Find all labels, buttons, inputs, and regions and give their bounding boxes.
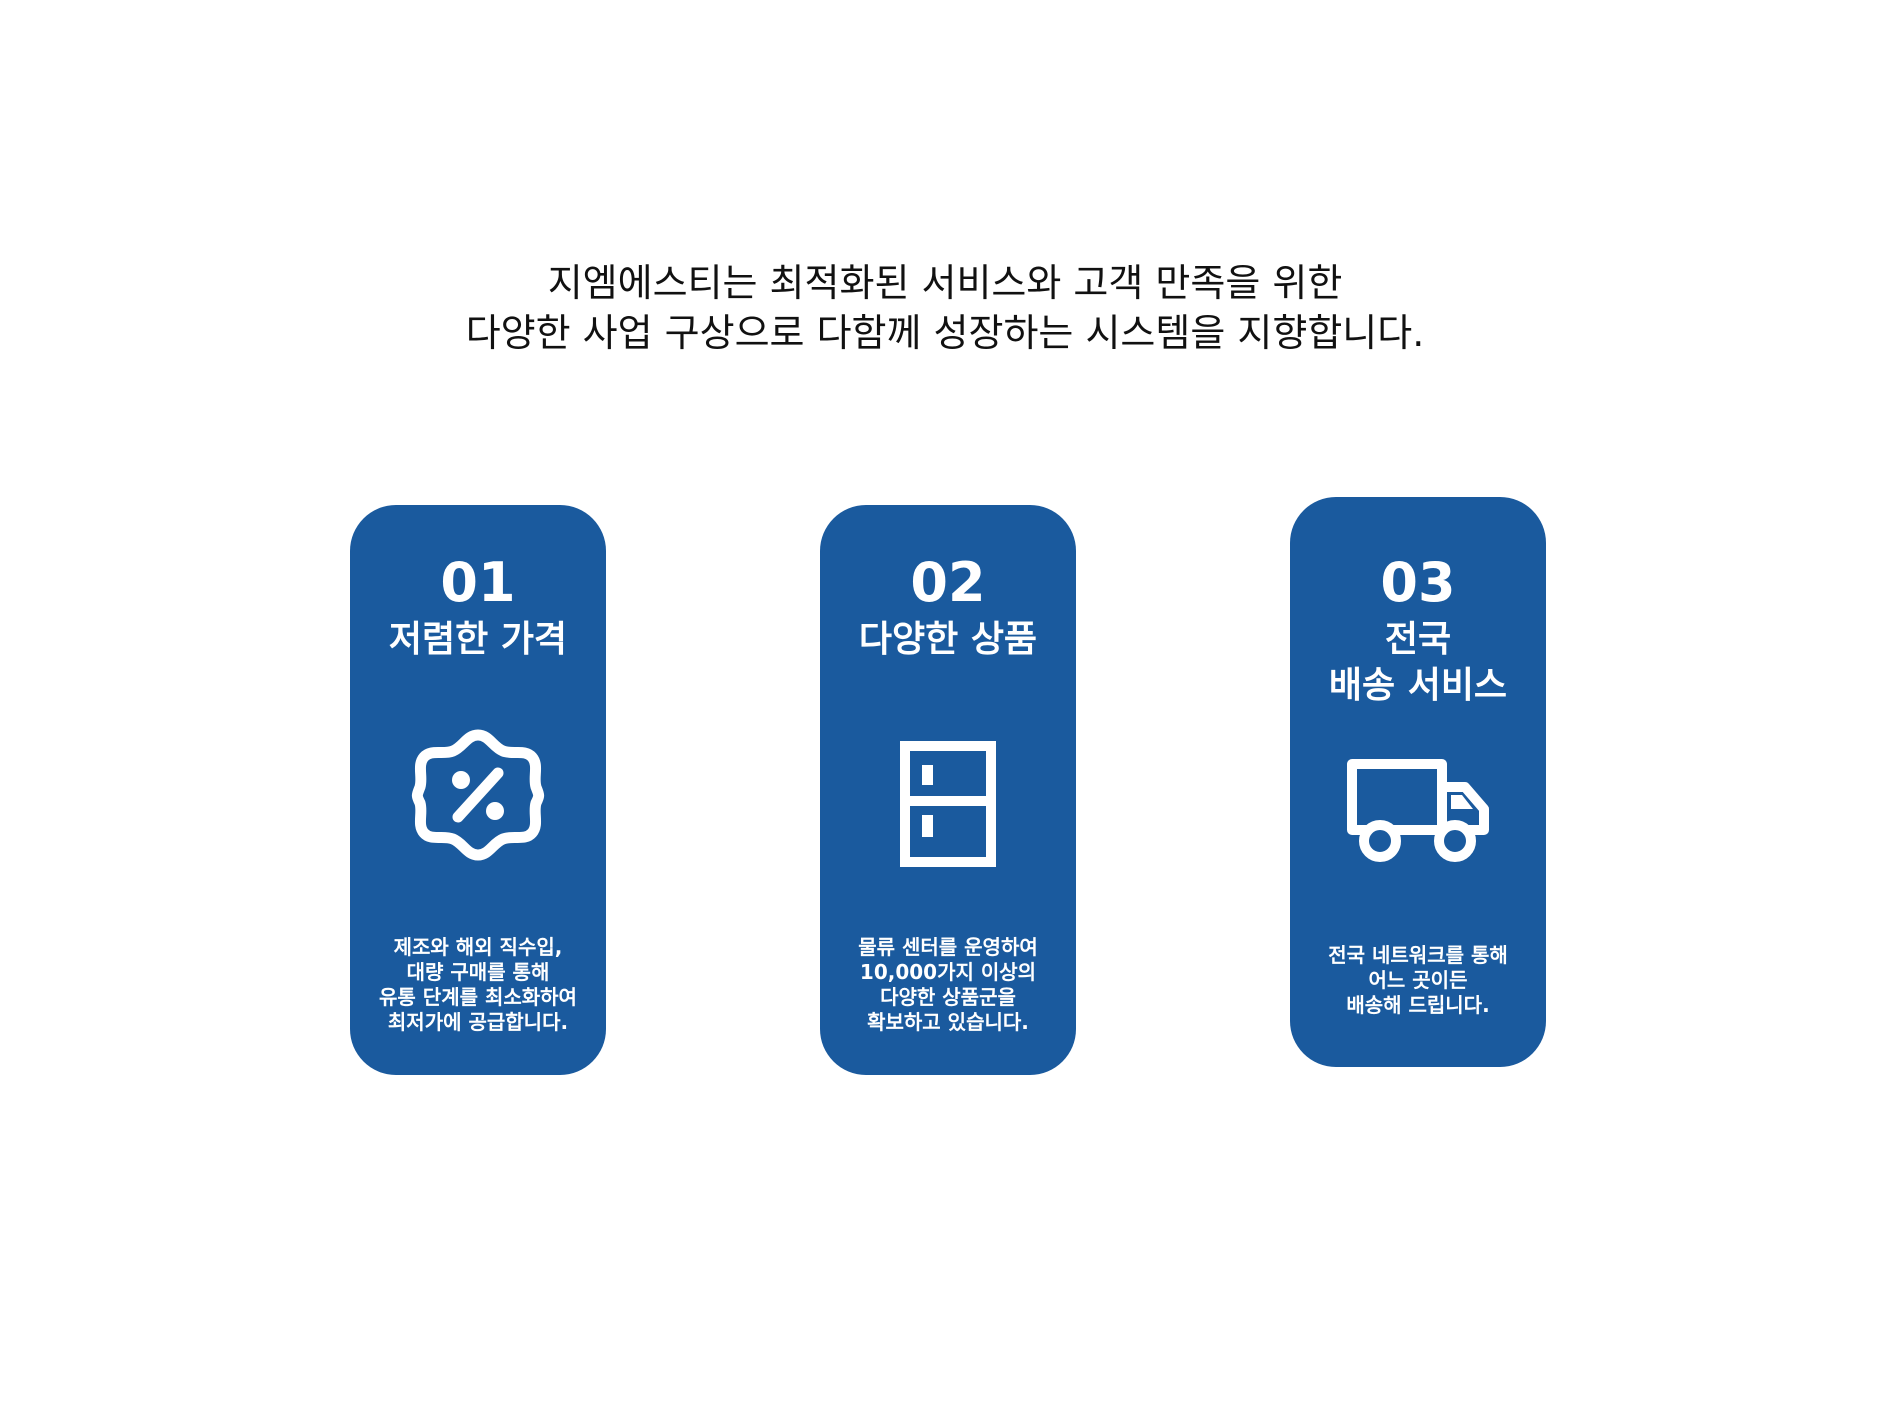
headline-line-2: 다양한 사업 구상으로 다함께 성장하는 시스템을 지향합니다. (465, 311, 1425, 355)
card-desc-line: 10,000가지 이상의 (859, 960, 1037, 984)
refrigerator-icon (900, 741, 996, 867)
card-desc-line: 물류 센터를 운영하여 (858, 935, 1038, 959)
feature-card-various-products: 02 다양한 상품 물류 센터를 운영하여 10,000가지 이상의 다양한 상… (820, 505, 1076, 1075)
card-title-line: 저렴한 가격 (388, 619, 568, 660)
card-title-line: 배송 서비스 (1328, 665, 1508, 706)
card-title: 다양한 상품 (820, 617, 1076, 663)
card-title-line: 전국 (1384, 619, 1452, 660)
card-title-line: 다양한 상품 (858, 619, 1038, 660)
card-title: 전국 배송 서비스 (1290, 617, 1546, 709)
feature-card-nationwide-delivery: 03 전국 배송 서비스 전국 네트워크를 통해 어느 곳이든 배송해 드립니다… (1290, 497, 1546, 1067)
delivery-truck-icon (1347, 759, 1489, 863)
card-desc-line: 어느 곳이든 (1368, 968, 1468, 992)
card-desc-line: 유통 단계를 최소화하여 (379, 985, 577, 1009)
discount-badge-icon (410, 727, 546, 863)
card-desc-line: 대량 구매를 통해 (406, 960, 550, 984)
feature-card-low-price: 01 저렴한 가격 제조와 해외 직수입, 대량 구매를 통해 유통 단계를 최… (350, 505, 606, 1075)
headline: 지엠에스티는 최적화된 서비스와 고객 만족을 위한 다양한 사업 구상으로 다… (0, 258, 1890, 358)
card-desc-line: 확보하고 있습니다. (867, 1010, 1029, 1034)
card-number: 01 (440, 551, 516, 614)
card-desc-line: 배송해 드립니다. (1346, 993, 1490, 1017)
card-number: 03 (1380, 551, 1456, 614)
card-number: 02 (910, 551, 986, 614)
card-description: 전국 네트워크를 통해 어느 곳이든 배송해 드립니다. (1290, 943, 1546, 1018)
card-title: 저렴한 가격 (350, 617, 606, 663)
card-desc-line: 제조와 해외 직수입, (393, 935, 563, 959)
card-desc-line: 다양한 상품군을 (880, 985, 1016, 1009)
card-desc-line: 최저가에 공급합니다. (387, 1010, 569, 1034)
headline-line-1: 지엠에스티는 최적화된 서비스와 고객 만족을 위한 (547, 261, 1343, 305)
card-description: 제조와 해외 직수입, 대량 구매를 통해 유통 단계를 최소화하여 최저가에 … (350, 935, 606, 1035)
card-desc-line: 전국 네트워크를 통해 (1328, 943, 1508, 967)
card-description: 물류 센터를 운영하여 10,000가지 이상의 다양한 상품군을 확보하고 있… (820, 935, 1076, 1035)
